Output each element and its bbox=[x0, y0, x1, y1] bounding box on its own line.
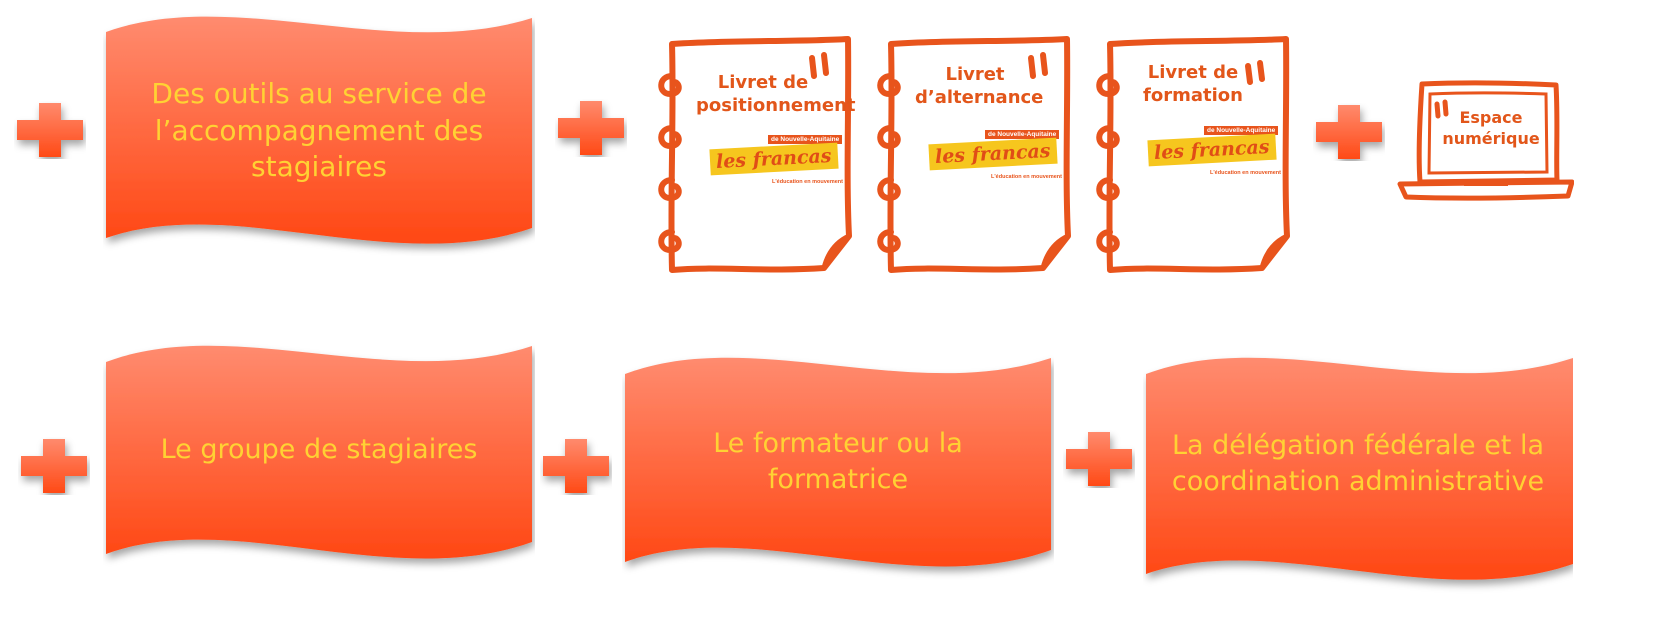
logo-tagline: L'éducation en mouvement ! bbox=[1210, 170, 1285, 176]
booklet-title: Livret de positionnement bbox=[696, 72, 856, 116]
quote-mark-icon bbox=[809, 52, 829, 79]
delegation-banner: La délégation fédérale et la coordinatio… bbox=[1143, 334, 1573, 594]
booklet-alternance: Livret d’alternance de Nouvelle-Aquitain… bbox=[875, 36, 1075, 274]
tools-banner: Des outils au service de l’accompagnemen… bbox=[103, 6, 535, 256]
plus-icon bbox=[1313, 103, 1385, 161]
quote-mark-icon bbox=[1434, 99, 1449, 119]
tools-banner-text: Des outils au service de l’accompagnemen… bbox=[151, 76, 487, 184]
trainer-banner-text: Le formateur ou la formatrice bbox=[713, 428, 963, 495]
logo-region: de Nouvelle-Aquitaine bbox=[768, 135, 843, 144]
quote-mark-icon bbox=[1245, 60, 1265, 85]
laptop-label: Espace numérique bbox=[1442, 108, 1540, 148]
quote-mark-icon bbox=[1028, 52, 1048, 79]
booklet-title: Livret d’alternance bbox=[915, 64, 1044, 108]
group-banner-text: Le groupe de stagiaires bbox=[160, 434, 478, 466]
logo-tagline: L'éducation en mouvement ! bbox=[772, 179, 847, 185]
plus-icon bbox=[18, 437, 90, 495]
plus-icon bbox=[1063, 430, 1135, 488]
delegation-banner-text: La délégation fédérale et la coordinatio… bbox=[1171, 430, 1545, 497]
trainer-banner: Le formateur ou la formatrice bbox=[622, 340, 1054, 590]
logo-region: de Nouvelle-Aquitaine bbox=[985, 130, 1060, 139]
logo-region: de Nouvelle-Aquitaine bbox=[1204, 126, 1279, 135]
group-banner: Le groupe de stagiaires bbox=[103, 330, 535, 580]
booklet-title: Livret de formation bbox=[1143, 62, 1243, 106]
booklet-positionnement: Livret de positionnement de Nouvelle-Aqu… bbox=[656, 36, 856, 274]
plus-icon bbox=[540, 437, 612, 495]
laptop-icon: Espace numérique bbox=[1396, 78, 1575, 202]
plus-icon bbox=[555, 99, 627, 157]
booklet-formation: Livret de formation de Nouvelle-Aquitain… bbox=[1094, 36, 1294, 274]
logo-tagline: L'éducation en mouvement ! bbox=[991, 174, 1066, 180]
plus-icon bbox=[14, 101, 86, 159]
